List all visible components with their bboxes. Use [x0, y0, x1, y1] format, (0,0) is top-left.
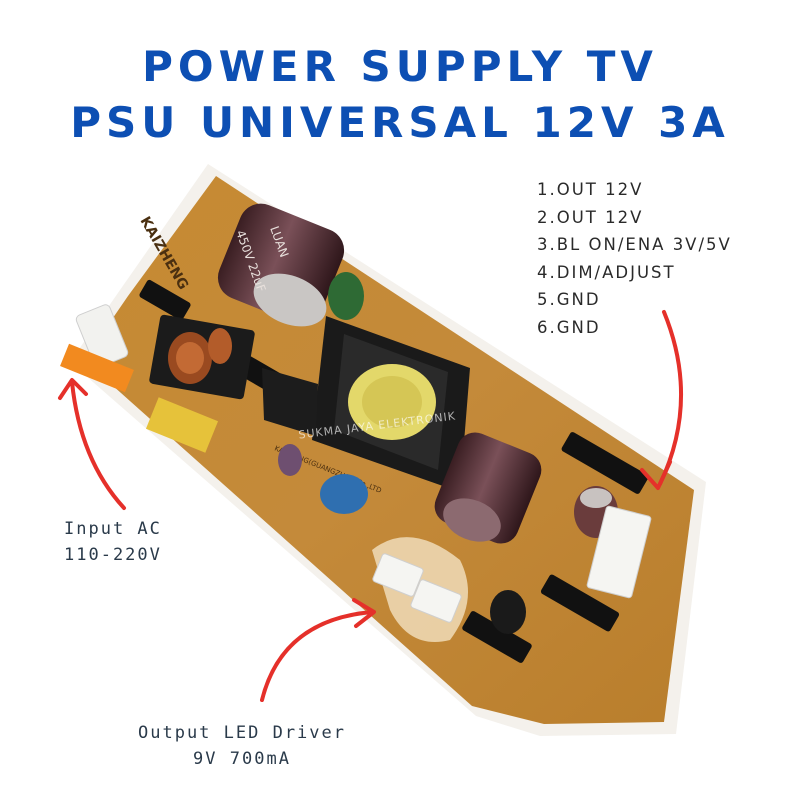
transformer	[312, 316, 470, 492]
choke-inductor	[149, 314, 255, 400]
mosfet-heatsink	[262, 368, 318, 436]
output-led-label: Output LED Driver 9V 700mA	[138, 720, 346, 772]
x-capacitor	[145, 397, 219, 453]
title-line-2: PSU UNIVERSAL 12V 3A	[70, 98, 730, 147]
output-led-title: Output LED Driver	[138, 723, 346, 743]
input-ac-voltage: 110-220V	[64, 545, 162, 565]
pinout-item: 4.DIM/ADJUST	[537, 262, 676, 282]
input-ac-title: Input AC	[64, 519, 162, 539]
film-capacitor	[328, 272, 364, 320]
main-capacitor-450v: 450V 22uF LUAN	[217, 203, 345, 327]
title-line-1: POWER SUPPLY TV	[142, 42, 658, 91]
arrow-to-ac-input	[70, 380, 126, 510]
pinout-item: 1.OUT 12V	[537, 180, 644, 199]
input-ac-label: Input AC 110-220V	[64, 516, 162, 568]
output-connectors	[372, 505, 652, 623]
pinout-item: 5.GND	[537, 290, 601, 309]
pinout-item: 6.GND	[537, 317, 601, 337]
callout-arrows	[58, 310, 683, 702]
output-led-rating: 9V 700mA	[193, 749, 291, 769]
small-capacitor	[278, 444, 302, 476]
pinout-item: 3.BL ON/ENA 3V/5V	[537, 235, 732, 254]
pinout-list: 1.OUT 12V 2.OUT 12V 3.BL ON/ENA 3V/5V 4.…	[537, 176, 732, 341]
black-capacitor	[490, 590, 526, 634]
ceramic-capacitor	[320, 474, 368, 514]
arrow-to-led-connector	[260, 610, 374, 702]
pinout-item: 2.OUT 12V	[537, 207, 644, 227]
ac-input-connector	[60, 304, 134, 393]
output-capacitor	[434, 432, 542, 544]
